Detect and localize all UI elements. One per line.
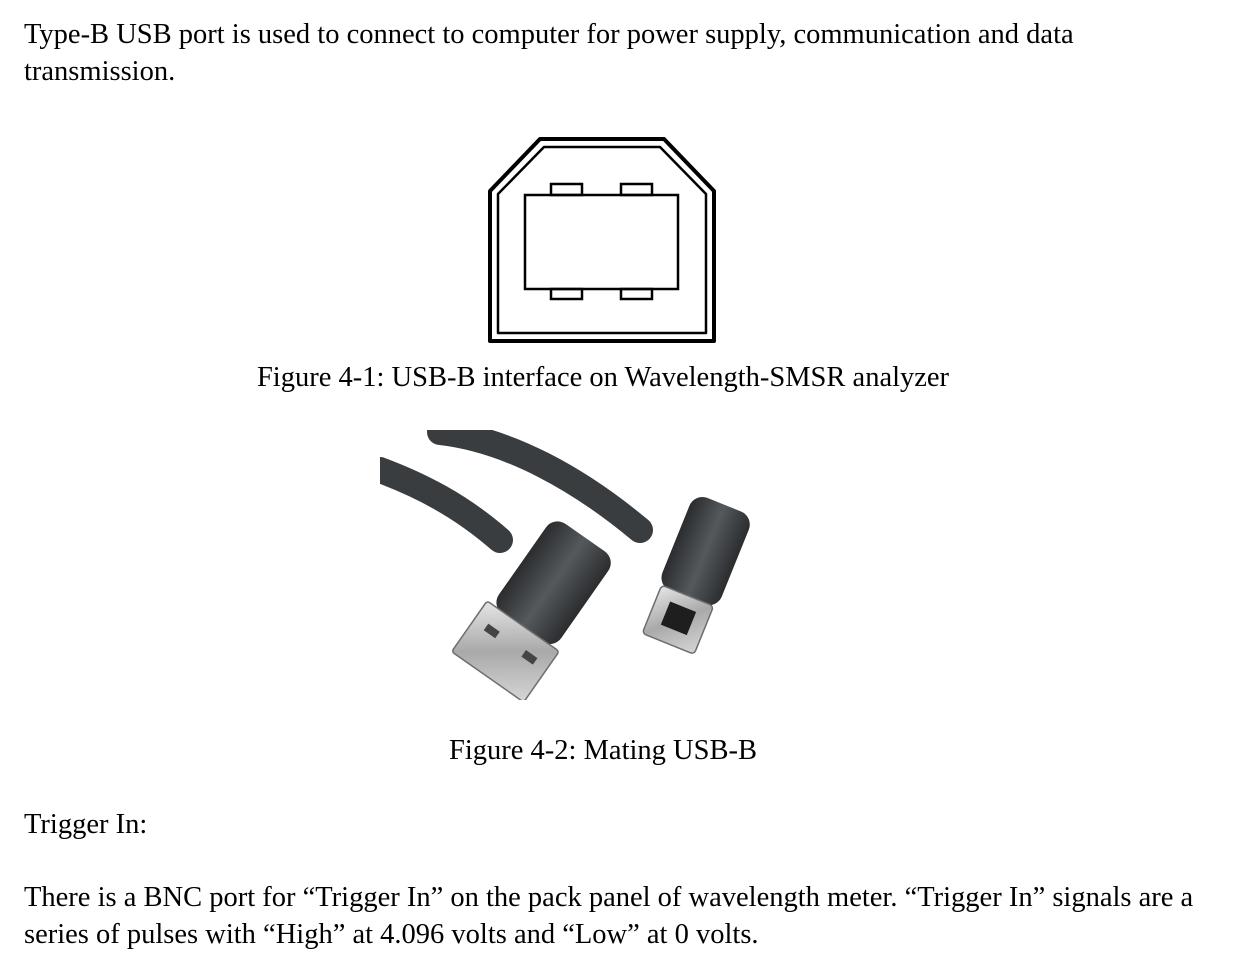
figure-4-2-caption: Figure 4-2: Mating USB-B	[449, 735, 757, 766]
figure-4-1-caption: Figure 4-1: USB-B interface on Wavelengt…	[256, 362, 950, 393]
usb-port-description: Type-B USB port is used to connect to co…	[24, 19, 1074, 87]
trigger-in-heading: Trigger In:	[24, 809, 148, 840]
trigger-in-description: There is a BNC port for “Trigger In” on …	[24, 882, 1194, 950]
usb-cable-photo	[380, 430, 750, 700]
usb-b-port-diagram	[488, 137, 716, 343]
